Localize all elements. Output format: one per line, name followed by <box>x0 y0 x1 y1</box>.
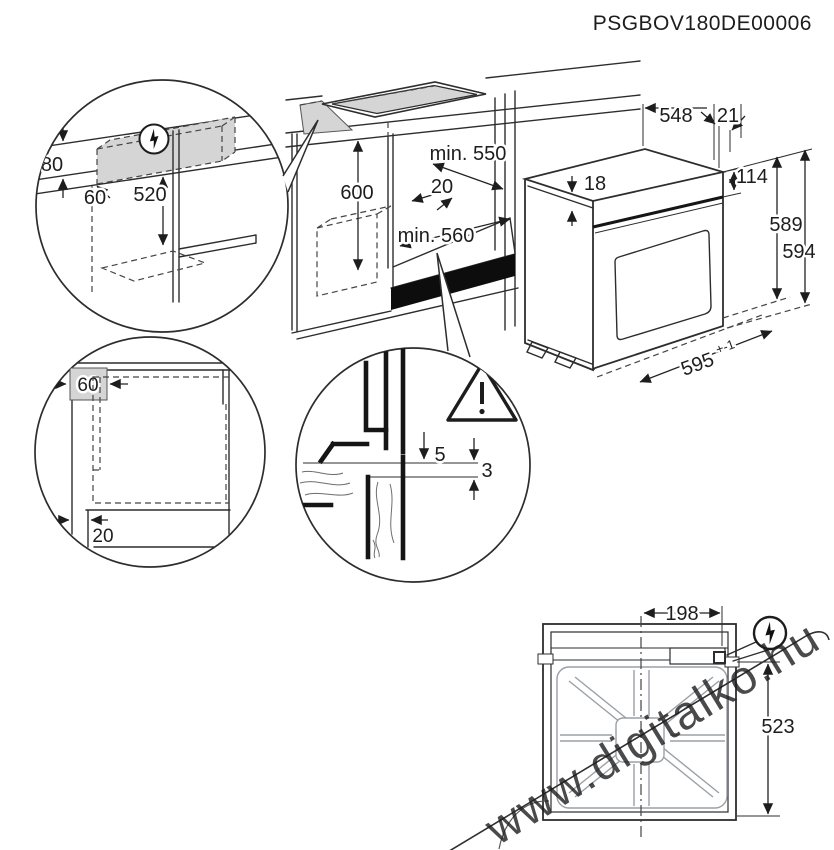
dim-label-21: 21 <box>717 105 739 127</box>
detail-circle-rear-connection: 80 60 520 <box>35 79 289 333</box>
dim-label-114: 114 <box>736 166 768 188</box>
trim-profile <box>296 348 406 508</box>
worktop-wood-grain <box>299 454 406 561</box>
detail-circle-trim: 5 3 <box>295 347 531 583</box>
dim-niche-height: 600 <box>338 140 376 271</box>
dim-connection-height: 523 <box>737 661 797 817</box>
dim-door-offset: 21 <box>714 103 746 131</box>
detail-callout-wedge-top <box>282 119 319 193</box>
dim-label-60-section: 60 <box>77 375 98 396</box>
hob-cutout <box>321 81 487 118</box>
dim-label-595: 595 <box>678 349 717 381</box>
dim-label-595-tolerance: +-1 <box>713 336 736 357</box>
dim-label-600: 600 <box>340 182 373 204</box>
dim-top-thickness: 18 <box>566 171 609 226</box>
warning-triangle-icon <box>446 362 518 422</box>
dim-label-min560: min. 560 <box>398 225 475 247</box>
dim-height-594: 594 <box>780 149 818 304</box>
dim-label-min550: min. 550 <box>430 143 507 165</box>
dim-niche-depth: min. 550 <box>427 141 509 191</box>
ventilation-slot <box>391 254 515 310</box>
dim-edge-60: 60 <box>81 185 111 212</box>
top-clearance-zone: 60 <box>69 367 108 401</box>
dim-oven-width: 595 +-1 <box>596 314 773 383</box>
oven-3d-view: 548 21 18 114 589 594 <box>521 103 818 383</box>
dim-label-60: 60 <box>84 187 106 209</box>
lightning-icon <box>765 621 775 645</box>
watermark-line <box>449 631 830 850</box>
electrical-connection-box <box>669 647 726 665</box>
dim-label-594: 594 <box>782 241 815 263</box>
dim-height-520: 520 <box>131 176 169 246</box>
electrical-zone-patch <box>299 100 354 135</box>
dim-label-548: 548 <box>659 105 692 127</box>
hidden-oven-outline <box>316 205 392 297</box>
dim-panel-height: 114 <box>728 164 770 191</box>
document-code: PSGBOV180DE00006 <box>593 12 812 35</box>
mount-bracket-left <box>537 653 554 665</box>
dim-label-523: 523 <box>761 716 794 738</box>
dim-label-520: 520 <box>133 184 166 206</box>
dim-trim-gaps: 5 3 <box>418 432 495 500</box>
dim-plinth-20: 20 <box>52 514 116 550</box>
dim-label-3: 3 <box>481 460 492 482</box>
oven-rear-view: 198 523 <box>537 601 797 838</box>
oven-feet <box>526 339 593 369</box>
dim-label-20-section: 20 <box>92 526 113 547</box>
dim-label-589: 589 <box>769 214 802 236</box>
dim-niche-width: min. 560 <box>395 216 511 250</box>
dim-label-18: 18 <box>584 173 606 195</box>
dim-clearance-80: 80 <box>38 120 69 198</box>
detail-circle-side-section: 60 20 <box>34 336 266 568</box>
dim-label-5: 5 <box>434 444 445 466</box>
dim-height-589: 589 <box>767 156 805 300</box>
worktop-and-niche-drawing: 600 min. 550 20 min. 560 <box>285 60 641 340</box>
detail-callout-wedge-trim <box>436 252 471 358</box>
dim-connection-offset: 198 <box>643 601 723 646</box>
lightning-icon <box>138 123 170 155</box>
dim-oven-depth: 548 <box>644 103 716 130</box>
dim-label-198: 198 <box>665 603 698 625</box>
dim-label-20: 20 <box>431 176 453 198</box>
dim-niche-gap: 20 <box>411 174 456 211</box>
lightning-balloon <box>726 615 788 662</box>
dim-label-80: 80 <box>41 154 63 176</box>
